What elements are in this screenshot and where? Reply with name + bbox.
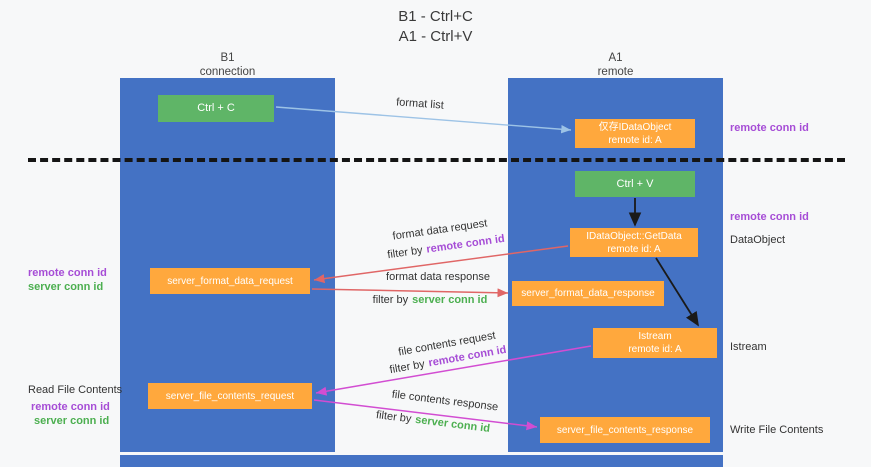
remote-conn-id-left-2: remote conn id [31, 401, 110, 413]
dataobject-label: DataObject [730, 234, 786, 246]
remote-conn-id-right-2: remote conn id [730, 211, 809, 223]
getdata-line2: remote id: A [607, 243, 661, 255]
ctrl-v-box: Ctrl + V [575, 171, 695, 197]
filter-by-text: filter by [375, 409, 413, 426]
ctrl-c-label: Ctrl + C [197, 102, 235, 115]
server-conn-id-left-1: server conn id [28, 281, 104, 293]
server-conn-id-left-2: server conn id [34, 415, 110, 427]
arrow-format-data-response [311, 288, 509, 298]
filter-by-text: filter by [372, 294, 409, 306]
idataobject-cache-line1: 仅存IDataObject [598, 121, 672, 133]
istream-line1: Istream [638, 331, 672, 342]
filter-by-text: filter by [388, 358, 426, 377]
server-format-data-request-box: server_format_data_request [150, 268, 310, 294]
lifeline-a1-name: A1 [608, 52, 623, 64]
ctrl-v-label: Ctrl + V [616, 177, 654, 190]
ctrl-c-box: Ctrl + C [158, 95, 274, 122]
lifeline-header-a1: A1 remote [508, 51, 723, 80]
server-format-data-request-label: server_format_data_request [167, 275, 293, 287]
lifeline-a1-role: remote [597, 66, 634, 79]
format-data-response-label: format data response [386, 271, 490, 283]
lifeline-header-b1: B1 connection [120, 51, 335, 80]
remote-conn-id-right-1: remote conn id [730, 122, 809, 134]
server-format-data-response-box: server_format_data_response [512, 281, 664, 306]
istream-side-label: Istream [730, 341, 767, 353]
write-file-contents-label: Write File Contents [730, 424, 824, 436]
server-file-contents-request-box: server_file_contents_request [148, 383, 312, 409]
istream-line2: remote id: A [628, 344, 682, 355]
lifeline-b1-name: B1 [220, 52, 235, 64]
server-file-contents-response-box: server_file_contents_response [540, 417, 710, 443]
lifeline-b1-role: connection [199, 66, 256, 79]
getdata-line1: IDataObject::GetData [586, 230, 682, 242]
diagram-title: B1 - Ctrl+C A1 - Ctrl+V [0, 7, 871, 48]
bottom-bar [120, 455, 723, 467]
read-file-contents-label: Read File Contents [28, 384, 123, 396]
getdata-box: IDataObject::GetData remote id: A [570, 228, 698, 257]
server-conn-id-text: server conn id [414, 413, 491, 435]
title-line-2: A1 - Ctrl+V [398, 28, 473, 46]
idataobject-cache-line2: remote id: A [608, 134, 662, 146]
file-contents-response-label: file contents response [391, 388, 499, 414]
server-file-contents-request-label: server_file_contents_request [165, 390, 295, 402]
server-file-contents-response-label: server_file_contents_response [556, 424, 694, 436]
title-line-1: B1 - Ctrl+C [398, 8, 473, 25]
idataobject-cache-box: 仅存IDataObject remote id: A [575, 119, 695, 148]
format-list-label: format list [395, 96, 445, 112]
istream-box: Istream remote id: A [593, 328, 717, 358]
remote-conn-id-left-1: remote conn id [28, 267, 107, 279]
session-separator-line [28, 158, 845, 162]
server-format-data-response-label: server_format_data_response [521, 288, 655, 299]
filter-by-text: filter by [386, 244, 424, 262]
server-conn-id-text: server conn id [412, 294, 488, 306]
